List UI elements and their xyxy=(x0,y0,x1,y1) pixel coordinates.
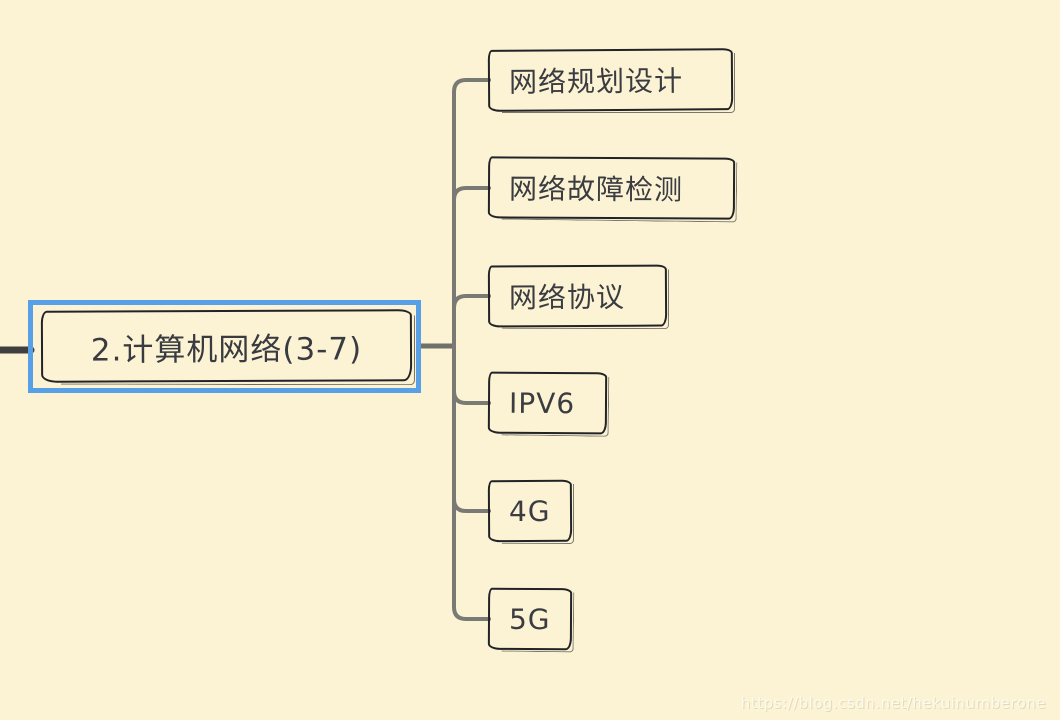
mindmap-node-network-fault-detection[interactable]: 网络故障检测 xyxy=(487,156,736,220)
node-label: 4G xyxy=(508,494,551,528)
connector-branch-3 xyxy=(452,294,491,310)
mindmap-node-ipv6[interactable]: IPV6 xyxy=(487,371,608,435)
mindmap-node-4g[interactable]: 4G xyxy=(487,479,573,543)
node-label: IPV6 xyxy=(508,386,576,420)
mindmap-node-network-planning-design[interactable]: 网络规划设计 xyxy=(487,48,734,112)
connector-branch-5 xyxy=(452,497,491,513)
mindmap-node-5g[interactable]: 5G xyxy=(487,587,573,651)
node-label: 网络规划设计 xyxy=(508,64,684,99)
watermark-text: https://blog.csdn.net/hekuinumberone xyxy=(740,694,1046,712)
node-label: 5G xyxy=(508,602,551,636)
connector-branch-1 xyxy=(452,78,491,94)
mindmap-root-node[interactable]: 2.计算机网络(3-7) xyxy=(28,300,421,393)
mindmap-node-network-protocol[interactable]: 网络协议 xyxy=(487,264,668,328)
node-label: 网络故障检测 xyxy=(508,172,684,207)
node-label: 网络协议 xyxy=(508,280,626,315)
root-node-label: 2.计算机网络(3-7) xyxy=(90,330,363,369)
connector-branch-2 xyxy=(452,186,491,202)
connector-branch-6 xyxy=(452,605,491,621)
root-node-box: 2.计算机网络(3-7) xyxy=(40,309,413,383)
connector-branch-4 xyxy=(452,389,491,405)
